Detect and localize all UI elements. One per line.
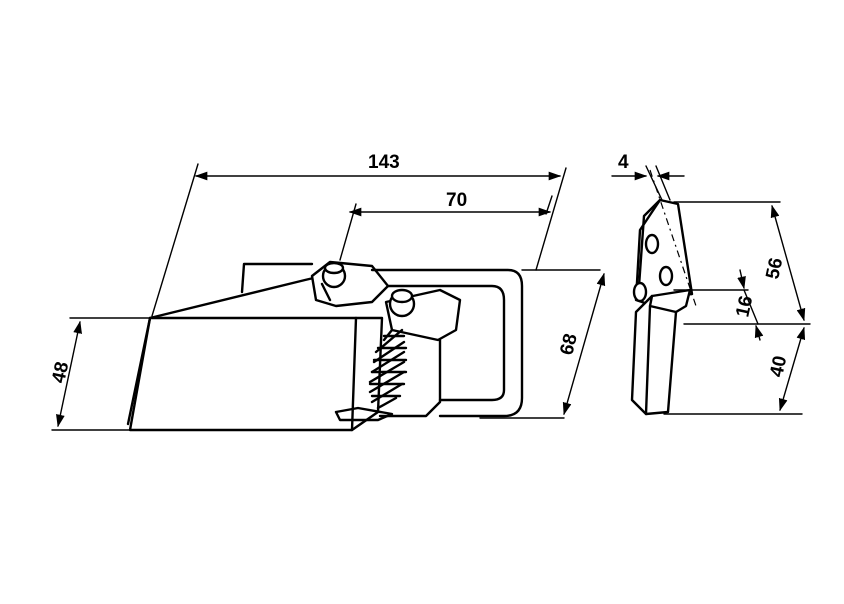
dim-40-label: 40 — [766, 354, 791, 379]
dim-56-label: 56 — [762, 256, 787, 281]
hook-loop — [370, 268, 524, 418]
dim-68-label: 68 — [556, 332, 581, 358]
dim-48-label: 48 — [48, 360, 73, 385]
dim-16-label: 16 — [732, 294, 757, 319]
mounting-hole-left — [632, 281, 648, 303]
dim-70-label: 70 — [446, 190, 467, 211]
toggle-latch-body — [126, 262, 384, 432]
mounting-hole-right — [658, 265, 674, 287]
dim-143-label: 143 — [368, 152, 400, 173]
dim-4-label: 4 — [618, 152, 629, 173]
pivot-lever — [310, 260, 390, 308]
lever-arm — [378, 288, 462, 418]
mounting-hole-top — [644, 233, 660, 255]
spring — [334, 328, 408, 422]
dimension-lines — [51, 163, 811, 431]
catch-bracket — [630, 198, 694, 416]
dimension-labels: 143 70 68 48 4 56 16 40 — [48, 152, 791, 385]
